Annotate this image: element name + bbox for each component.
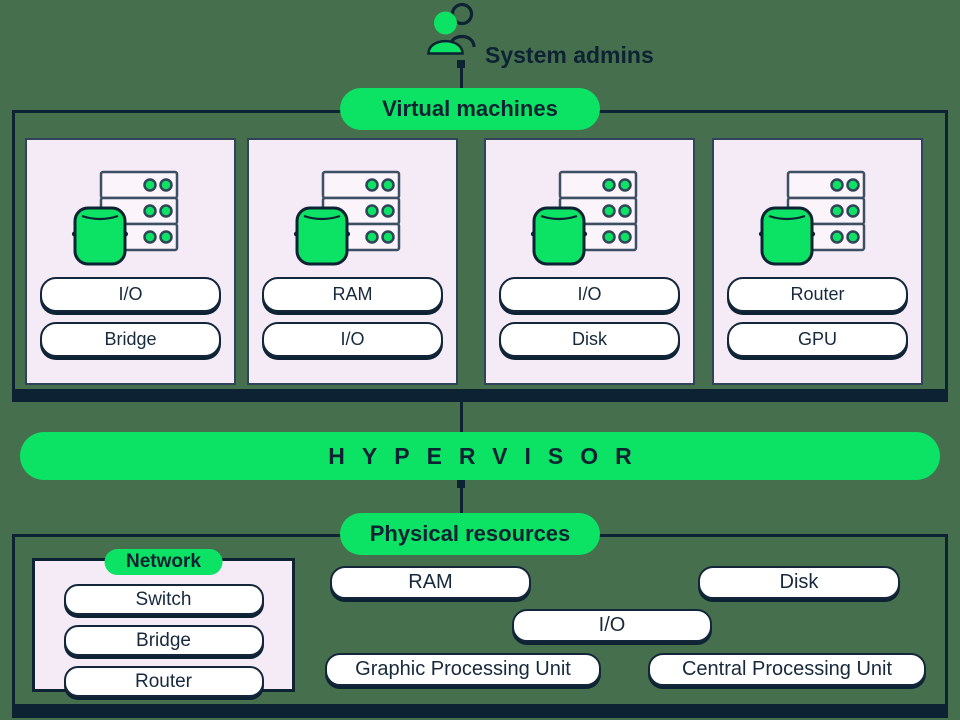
vm-pill: Disk bbox=[499, 322, 680, 357]
vm-card-4: Router GPU bbox=[712, 138, 923, 385]
resource-pill-cpu: Central Processing Unit bbox=[648, 653, 926, 686]
vm-pill: Router bbox=[727, 277, 908, 312]
physical-resources-box: Network Switch Bridge Router RAM Disk I/… bbox=[12, 534, 948, 718]
vm-pill: RAM bbox=[262, 277, 443, 312]
server-icon bbox=[291, 166, 415, 275]
connector-vm-to-hypervisor bbox=[460, 402, 463, 432]
resource-pill-gpu: Graphic Processing Unit bbox=[325, 653, 601, 686]
system-admins-group: System admins bbox=[424, 2, 654, 69]
vm-card-4-pills: Router GPU bbox=[714, 277, 921, 383]
vm-card-2-pills: RAM I/O bbox=[249, 277, 456, 383]
network-pill-bridge: Bridge bbox=[63, 625, 264, 656]
network-panel: Network Switch Bridge Router bbox=[32, 549, 295, 697]
server-icon bbox=[528, 166, 652, 275]
hypervisor-label: HYPERVISOR bbox=[20, 432, 940, 480]
connector-hypervisor-to-physical bbox=[460, 482, 463, 514]
vm-card-1-pills: I/O Bridge bbox=[27, 277, 234, 383]
virtual-machines-box: I/O Bridge RAM I/O bbox=[12, 110, 948, 402]
vm-pill: I/O bbox=[262, 322, 443, 357]
network-pill-switch: Switch bbox=[63, 584, 264, 615]
resource-pill-disk: Disk bbox=[698, 566, 900, 599]
vm-pill: I/O bbox=[499, 277, 680, 312]
vm-card-3-pills: I/O Disk bbox=[486, 277, 693, 383]
server-icon bbox=[756, 166, 880, 275]
vm-card-2: RAM I/O bbox=[247, 138, 458, 385]
resource-pill-ram: RAM bbox=[330, 566, 531, 599]
system-admins-label: System admins bbox=[485, 42, 654, 68]
vm-pill: I/O bbox=[40, 277, 221, 312]
physical-resources-label: Physical resources bbox=[340, 513, 600, 555]
network-pill-router: Router bbox=[63, 666, 264, 697]
virtual-machines-label: Virtual machines bbox=[340, 88, 600, 130]
vm-pill: Bridge bbox=[40, 322, 221, 357]
vm-card-3: I/O Disk bbox=[484, 138, 695, 385]
server-icon bbox=[69, 166, 193, 275]
resource-pill-io: I/O bbox=[512, 609, 712, 642]
admins-icon bbox=[424, 2, 482, 69]
connector-admins-to-vm bbox=[460, 62, 463, 89]
vm-card-1: I/O Bridge bbox=[25, 138, 236, 385]
vm-pill: GPU bbox=[727, 322, 908, 357]
network-label: Network bbox=[104, 549, 223, 575]
